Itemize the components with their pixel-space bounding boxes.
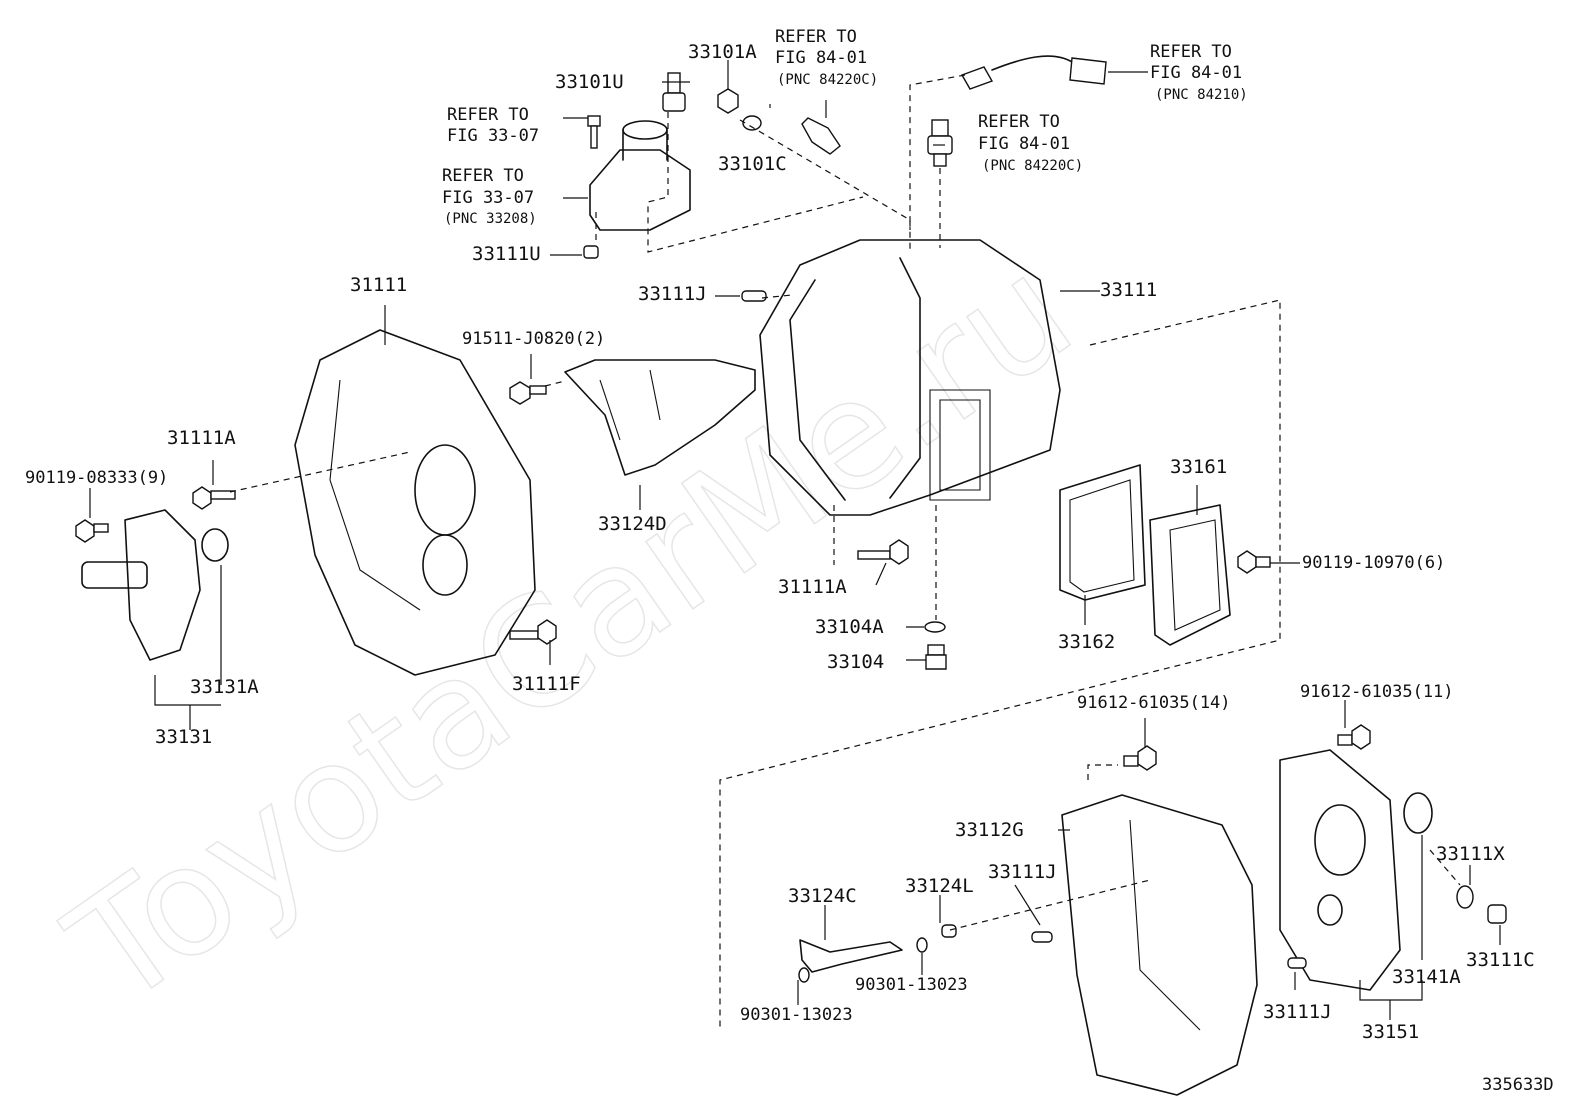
label-33124D: 33124D — [598, 513, 667, 535]
label-90301-b: 90301-13023 — [855, 975, 968, 995]
bolt-91612-11 — [1337, 724, 1371, 750]
svg-text:REFER TO: REFER TO — [978, 112, 1060, 132]
o-ring-90301-b — [916, 937, 928, 953]
label-33101A: 33101A — [688, 41, 757, 63]
bolt-fig-33-07 — [587, 115, 601, 149]
ref-fig-84-01-sensor-right: REFER TO FIG 84-01 (PNC 84220C) — [978, 112, 1083, 174]
bolt-31111A-left — [192, 486, 236, 510]
bolt-91612-14 — [1123, 745, 1157, 771]
label-91511: 91511-J0820(2) — [462, 329, 605, 349]
label-31111F: 31111F — [512, 673, 581, 695]
plug-33101A — [717, 88, 739, 114]
bolt-31111A-mid — [857, 539, 909, 565]
oil-seal-33141A — [1403, 792, 1433, 834]
svg-text:REFER TO: REFER TO — [442, 166, 524, 186]
label-90301-a: 90301-13023 — [740, 1005, 853, 1025]
svg-text:REFER TO: REFER TO — [775, 27, 857, 47]
label-90119-10970: 90119-10970(6) — [1302, 553, 1445, 573]
svg-text:REFER TO: REFER TO — [447, 105, 529, 125]
label-33111J-top: 33111J — [638, 283, 707, 305]
label-33104A: 33104A — [815, 616, 884, 638]
bracket-33124D — [564, 359, 756, 476]
plug-33111U — [583, 245, 599, 259]
label-33131A: 33131A — [190, 676, 259, 698]
bolt-91511 — [509, 381, 547, 405]
bearing-retainer-33131 — [81, 509, 201, 661]
svg-text:(PNC 84210): (PNC 84210) — [1155, 87, 1248, 103]
clutch-housing-31111 — [294, 329, 536, 676]
svg-text:FIG 33-07: FIG 33-07 — [442, 188, 534, 208]
label-33111J-bot: 33111J — [1263, 1001, 1332, 1023]
lever-33124C — [799, 939, 903, 973]
label-33124L: 33124L — [905, 875, 974, 897]
svg-text:FIG 84-01: FIG 84-01 — [1150, 63, 1242, 83]
pin-33111J-mid — [1031, 931, 1053, 943]
label-33101C: 33101C — [718, 153, 787, 175]
oil-seal-33131A — [201, 528, 229, 562]
label-33111U: 33111U — [472, 243, 541, 265]
svg-text:FIG 84-01: FIG 84-01 — [775, 48, 867, 68]
bolt-31111F — [509, 619, 557, 645]
label-90119-08333: 90119-08333(9) — [25, 468, 168, 488]
label-31111: 31111 — [350, 274, 407, 296]
label-33111: 33111 — [1100, 279, 1157, 301]
cover-33161 — [1149, 504, 1231, 646]
speed-sensor-wired — [960, 55, 1107, 90]
bolt-90119-10970 — [1237, 550, 1271, 574]
label-33151: 33151 — [1362, 1021, 1419, 1043]
label-33112G: 33112G — [955, 819, 1024, 841]
speed-sensor-left — [801, 117, 841, 155]
transmission-case-33111 — [759, 239, 1061, 516]
transfer-adapter-33151 — [1279, 749, 1401, 991]
svg-text:(PNC 84220C): (PNC 84220C) — [982, 158, 1083, 174]
drain-plug-33104 — [925, 644, 947, 670]
ref-fig-84-01-wired-sensor: REFER TO FIG 84-01 (PNC 84210) — [1150, 42, 1248, 103]
svg-text:(PNC 84220C): (PNC 84220C) — [777, 72, 878, 88]
leader-lines — [89, 60, 1501, 1030]
o-ring-90301-a — [798, 967, 810, 983]
gasket-33162 — [1059, 464, 1146, 601]
ref-fig-84-01-sensor-left: REFER TO FIG 84-01 (PNC 84220C) — [775, 27, 878, 88]
svg-text:REFER TO: REFER TO — [1150, 42, 1232, 62]
label-91612-14: 91612-61035(14) — [1077, 693, 1231, 713]
ref-fig-33-07-bolt: REFER TO FIG 33-07 — [447, 105, 539, 146]
bushing-33124L — [941, 924, 957, 938]
ref-fig-33-07-retainer: REFER TO FIG 33-07 (PNC 33208) — [442, 166, 537, 227]
diagram-code: 335633D — [1482, 1075, 1554, 1095]
label-31111A-mid: 31111A — [778, 576, 847, 598]
label-33111C: 33111C — [1466, 949, 1535, 971]
gasket-33111X — [1456, 885, 1474, 909]
label-33111X: 33111X — [1436, 843, 1505, 865]
svg-text:FIG 33-07: FIG 33-07 — [447, 126, 539, 146]
label-91612-11: 91612-61035(11) — [1300, 682, 1454, 702]
label-33162: 33162 — [1058, 631, 1115, 653]
label-33124C: 33124C — [788, 885, 857, 907]
label-33141A: 33141A — [1392, 966, 1461, 988]
label-33111J-mid: 33111J — [988, 861, 1057, 883]
pin-33111J-bot — [1287, 957, 1307, 969]
plug-33111C — [1487, 904, 1507, 924]
svg-text:FIG 84-01: FIG 84-01 — [978, 134, 1070, 154]
label-31111A-left: 31111A — [167, 427, 236, 449]
label-33101U: 33101U — [555, 71, 624, 93]
pin-33111J-top — [741, 290, 767, 302]
label-33104: 33104 — [827, 651, 884, 673]
svg-text:(PNC 33208): (PNC 33208) — [444, 211, 537, 227]
bolt-90119-08333 — [75, 519, 109, 543]
gasket-33104A — [924, 621, 946, 633]
speed-sensor-right — [927, 119, 953, 167]
washer-33101C — [742, 115, 762, 131]
label-33161: 33161 — [1170, 456, 1227, 478]
extension-housing-33112G — [1061, 794, 1258, 1096]
breather-plug-33101U — [662, 72, 686, 112]
label-33131: 33131 — [155, 726, 212, 748]
shift-lever-retainer — [589, 120, 691, 231]
